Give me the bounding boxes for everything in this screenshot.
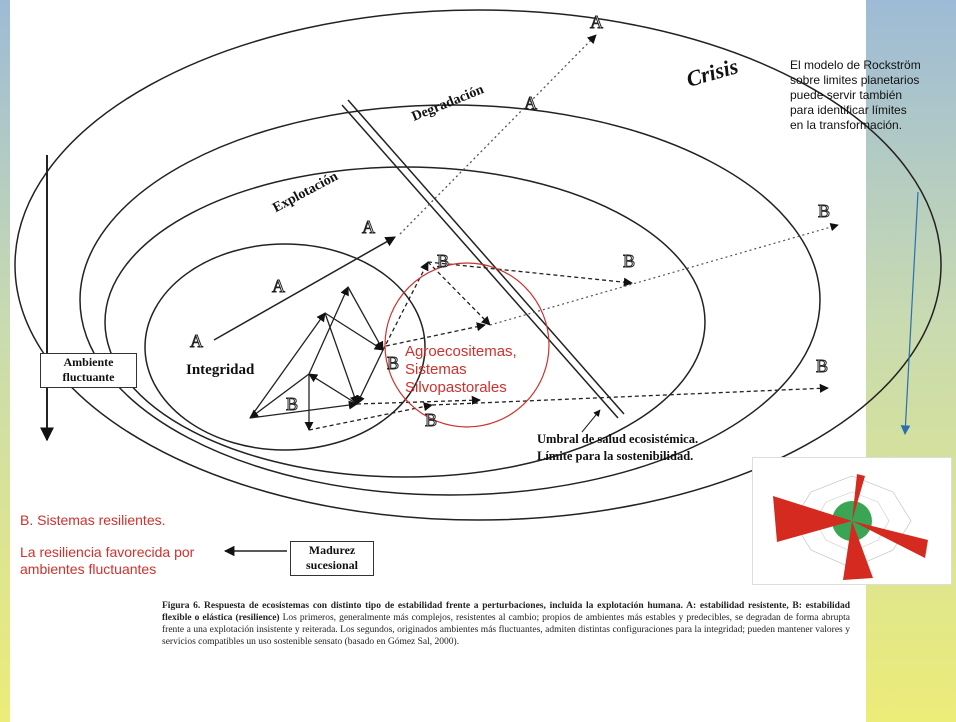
planetary-boundaries-figure: [773, 474, 928, 580]
label-b-6: B: [817, 201, 831, 222]
agro-highlight-circle: [384, 262, 550, 428]
degradacion-ellipse: [79, 104, 821, 496]
caption-bold: Figura 6. Respuesta de ecosistemas con d…: [162, 601, 850, 623]
agro-label-line3: Silvopastorales: [405, 379, 507, 396]
agro-label-line2: Sistemas: [405, 361, 467, 378]
b-long-dotted: [489, 223, 839, 326]
label-a-2: A: [272, 276, 286, 297]
label-a-4: A: [524, 93, 538, 114]
planetary-boundaries-thumbnail: [752, 457, 952, 585]
agro-label-line1: Agroecositemas,: [405, 343, 517, 360]
ambiente-fluctuante-box: Ambiente fluctuante: [40, 353, 137, 388]
label-a-5: A: [590, 12, 604, 33]
label-integridad: Integridad: [186, 362, 255, 378]
label-a-1: A: [190, 331, 204, 352]
explotacion-ellipse: [104, 166, 706, 478]
figure-caption: Figura 6. Respuesta de ecosistemas con d…: [162, 600, 850, 648]
caption-text: Los primeros, generalmente más complejos…: [162, 613, 851, 647]
umbral-line2: Límite para la sostenibilidad.: [537, 449, 694, 463]
resilient-title: B. Sistemas resilientes.: [20, 512, 166, 528]
label-b-1: B: [285, 394, 299, 415]
madurez-sucesional-box: Madurez sucesional: [290, 541, 374, 576]
label-b-4: B: [424, 410, 438, 431]
label-b-7: B: [815, 356, 829, 377]
b-dashed-paths: [308, 261, 829, 431]
label-b-3: B: [436, 251, 450, 272]
slide-canvas: [10, 0, 866, 722]
threshold-line-b: [347, 99, 625, 415]
note-pointer-arrow: [900, 191, 919, 435]
label-a-3: A: [362, 217, 376, 238]
label-b-2: B: [386, 353, 400, 374]
threshold-pointer: [581, 409, 601, 433]
a-path-dotted: [399, 34, 597, 235]
rockstrom-note: El modelo de Rockström sobre limites pla…: [790, 58, 921, 132]
label-b-5: B: [622, 251, 636, 272]
resilient-body: La resiliencia favorecida por ambientes …: [20, 544, 195, 577]
b-network: [249, 286, 384, 431]
umbral-line1: Umbral de salud ecosistémica.: [537, 432, 699, 446]
threshold-line-a: [341, 104, 619, 419]
integridad-ellipse: [144, 243, 426, 451]
crisis-ellipse: [14, 9, 942, 521]
a-path-solid: [213, 236, 396, 341]
